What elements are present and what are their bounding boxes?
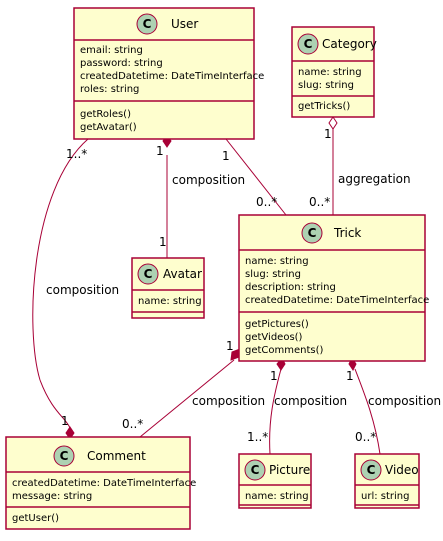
class-name: Trick bbox=[333, 226, 361, 240]
attribute: description: string bbox=[245, 282, 336, 293]
class-icon bbox=[301, 222, 323, 244]
aggregation-diamond bbox=[328, 116, 338, 130]
class-comment: C Comment createdDatetime: DateTimeInter… bbox=[5, 436, 196, 530]
relation-label: composition bbox=[172, 173, 245, 187]
class-picture: C Picture name: string bbox=[238, 453, 312, 509]
relation-line bbox=[354, 368, 381, 455]
target-multiplicity: 1 bbox=[61, 414, 69, 428]
attribute: name: string bbox=[245, 256, 309, 267]
method: getTricks() bbox=[298, 101, 350, 112]
relation-line bbox=[32, 138, 89, 429]
class-icon-letter: C bbox=[144, 267, 153, 281]
class-icon-letter: C bbox=[308, 226, 317, 240]
class-box bbox=[73, 7, 255, 140]
class-name: Video bbox=[385, 463, 419, 477]
relation-line bbox=[139, 359, 235, 438]
target-multiplicity: 0..* bbox=[122, 417, 143, 431]
class-icon-letter: C bbox=[60, 449, 69, 463]
relation-label: composition bbox=[46, 283, 119, 297]
source-multiplicity: 1 bbox=[270, 369, 278, 383]
relation-label: composition bbox=[274, 394, 347, 408]
class-name: Category bbox=[322, 37, 377, 51]
class-icon bbox=[53, 445, 75, 467]
class-trick: C Trick name: string slug: string descri… bbox=[238, 214, 429, 362]
attribute: createdDatetime: DateTimeInterface bbox=[245, 295, 429, 306]
attribute: slug: string bbox=[298, 80, 354, 91]
relation-user-comment: composition 1..* 1 bbox=[32, 138, 119, 440]
target-multiplicity: 0..* bbox=[355, 430, 376, 444]
attribute: roles: string bbox=[80, 84, 139, 95]
attribute: createdDatetime: DateTimeInterface bbox=[80, 71, 264, 82]
class-icon bbox=[136, 13, 158, 35]
target-multiplicity: 0..* bbox=[309, 195, 330, 209]
class-icon bbox=[244, 459, 266, 481]
attribute: name: string bbox=[138, 296, 202, 307]
relation-category-trick: aggregation 1 0..* bbox=[309, 116, 411, 215]
class-icon bbox=[360, 459, 382, 481]
class-name: Avatar bbox=[163, 267, 202, 281]
method: getUser() bbox=[12, 513, 59, 524]
class-icon bbox=[297, 33, 319, 55]
attribute: password: string bbox=[80, 58, 163, 69]
class-icon-letter: C bbox=[143, 17, 152, 31]
source-multiplicity: 1 bbox=[222, 149, 230, 163]
attribute: email: string bbox=[80, 45, 143, 56]
class-box bbox=[238, 214, 426, 362]
relation-trick-comment: composition 1 0..* bbox=[122, 339, 265, 438]
class-name: Picture bbox=[269, 463, 310, 477]
source-multiplicity: 1 bbox=[324, 127, 332, 141]
class-name: User bbox=[171, 17, 198, 31]
class-icon-letter: C bbox=[304, 37, 313, 51]
class-icon bbox=[137, 263, 159, 285]
relation-user-trick: 1 0..* bbox=[222, 138, 287, 216]
relation-line bbox=[225, 138, 287, 216]
class-video: C Video url: string bbox=[354, 453, 420, 509]
class-icon-letter: C bbox=[367, 463, 376, 477]
source-multiplicity: 1 bbox=[226, 339, 234, 353]
attribute: name: string bbox=[245, 491, 309, 502]
source-multiplicity: 1 bbox=[156, 144, 164, 158]
relation-user-avatar: composition 1 1 bbox=[156, 134, 245, 258]
source-multiplicity: 1 bbox=[346, 369, 354, 383]
relation-label: composition bbox=[368, 394, 441, 408]
attribute: slug: string bbox=[245, 269, 301, 280]
target-multiplicity: 0..* bbox=[256, 195, 277, 209]
method: getRoles() bbox=[80, 109, 131, 120]
class-category: C Category name: string slug: string get… bbox=[291, 26, 377, 118]
method: getAvatar() bbox=[80, 122, 137, 133]
class-user: C User email: string password: string cr… bbox=[73, 7, 264, 140]
relation-label: aggregation bbox=[338, 172, 411, 186]
method: getComments() bbox=[245, 345, 324, 356]
relation-label: composition bbox=[192, 394, 265, 408]
source-multiplicity: 1..* bbox=[66, 147, 87, 161]
relation-line bbox=[269, 368, 282, 455]
relation-trick-video: composition 1 0..* bbox=[346, 357, 441, 455]
class-name: Comment bbox=[87, 449, 146, 463]
class-box bbox=[5, 436, 191, 530]
method: getPictures() bbox=[245, 319, 309, 330]
target-multiplicity: 1 bbox=[159, 235, 167, 249]
attribute: url: string bbox=[361, 491, 409, 502]
attribute: createdDatetime: DateTimeInterface bbox=[12, 478, 196, 489]
attribute: name: string bbox=[298, 67, 362, 78]
class-icon-letter: C bbox=[251, 463, 260, 477]
class-avatar: C Avatar name: string bbox=[131, 257, 205, 319]
target-multiplicity: 1..* bbox=[247, 430, 268, 444]
method: getVideos() bbox=[245, 332, 303, 343]
attribute: message: string bbox=[12, 491, 92, 502]
